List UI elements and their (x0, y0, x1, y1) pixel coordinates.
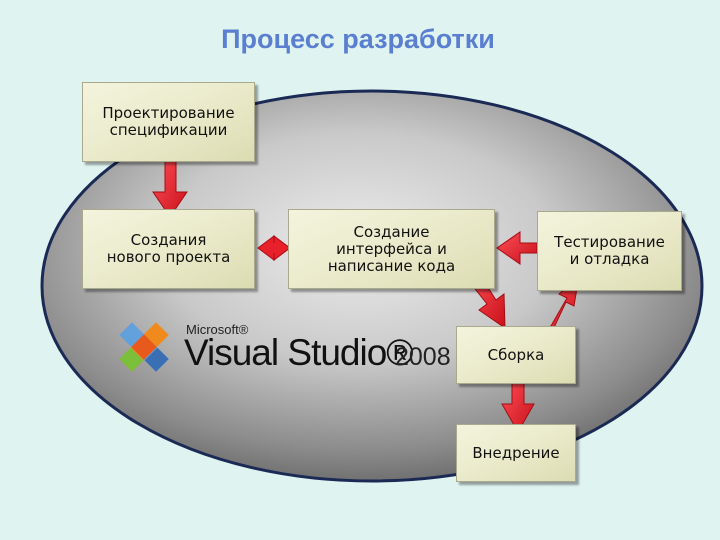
box-specification: Проектирование спецификации (82, 82, 255, 162)
visual-studio-emblem-icon (119, 322, 169, 372)
logo-version: 2008 (395, 343, 451, 371)
visual-studio-logo: Microsoft® Visual Studio® 2008 (108, 318, 453, 378)
arrow-test-to-interface (496, 231, 538, 265)
logo-brand: Microsoft® (186, 322, 249, 337)
box-interface-code: Создание интерфейса и написание кода (288, 209, 495, 289)
title-text: Процесс разработки (221, 24, 495, 54)
box-create-project: Создания нового проекта (82, 209, 255, 289)
box-testing-debugging: Тестирование и отладка (537, 211, 682, 291)
logo-product: Visual Studio® (184, 332, 414, 373)
box-build: Сборка (456, 326, 576, 384)
box-deploy: Внедрение (456, 424, 576, 482)
page-title: Процесс разработки (0, 24, 720, 55)
